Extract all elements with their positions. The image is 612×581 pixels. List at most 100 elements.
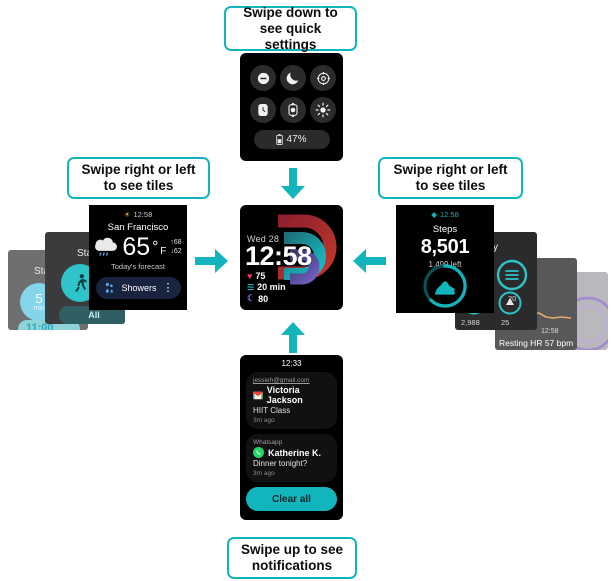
gmail-icon — [253, 391, 263, 399]
arrow-left — [352, 248, 386, 279]
callout-swipe-down: Swipe down to see quick settings — [224, 4, 357, 52]
weather-low-value: ↓62 — [170, 248, 182, 255]
quick-settings-cell-dnd[interactable] — [250, 65, 276, 91]
weather-city-label: San Francisco — [107, 222, 169, 233]
water-lock-icon[interactable] — [280, 97, 306, 123]
weather-degree-symbol: ° — [152, 238, 159, 255]
notification-item-gmail[interactable]: jessieh@gmail.com Victoria Jackson HIIT … — [246, 372, 337, 429]
activity-ring-primary — [496, 259, 528, 291]
left-stack-back-bubble-value: 5 — [35, 291, 43, 306]
right-stack-activity-metric-1: 20 — [508, 294, 517, 303]
right-stack-hr-time: 12:58 — [541, 328, 559, 335]
watch-face-screen[interactable]: Wed 28 12:58 ♥ 75 ☰ 20 min ☾ 80 — [240, 205, 343, 310]
quick-settings-cell-waterlock[interactable] — [280, 97, 306, 123]
moon-glyph — [286, 72, 299, 85]
weather-status-icon: ☀ — [123, 210, 131, 219]
steps-status-icon: ◆ — [431, 210, 437, 219]
watch-face-date: Wed 28 — [247, 234, 280, 244]
left-stack-mid-all-label: All — [88, 310, 100, 320]
weather-tile[interactable]: ☀ 12:58 San Francisco 65 ° F ↑68 ↓62 Tod… — [89, 205, 187, 310]
callout-swipe-up: Swipe up to see notifications — [227, 537, 357, 579]
weather-high-value: ↑68 — [170, 239, 182, 246]
steps-progress-ring[interactable] — [421, 262, 469, 310]
steps-status-time: 12:58 — [440, 210, 459, 219]
showers-cloud-icon — [95, 237, 118, 256]
do-not-disturb-glyph — [257, 72, 269, 84]
quick-settings-cell-bedtime[interactable] — [280, 65, 306, 91]
arrow-down-glyph — [281, 168, 305, 199]
left-stack-back-bubble-unit: min — [33, 305, 45, 312]
left-stack-mid-all-pill[interactable]: All — [59, 306, 125, 324]
weather-forecast-label: Today's forecast — [111, 262, 165, 271]
notification-age-gmail: 3m ago — [253, 417, 275, 424]
notifications-time: 12:33 — [281, 359, 302, 368]
sun-glyph — [315, 102, 331, 118]
watch-face-heartrate-value: 75 — [255, 271, 266, 281]
left-stack-back-time: 11:00 — [26, 322, 54, 330]
bedtime-moon-icon[interactable] — [280, 65, 306, 91]
notification-header-whatsapp: Katherine K. — [253, 447, 330, 458]
gear-glyph — [316, 71, 330, 85]
activity-icon: ☰ — [247, 282, 255, 292]
heart-icon: ♥ — [247, 271, 253, 281]
steps-count: 8,501 — [420, 236, 470, 258]
battery-percent-label: 47% — [286, 134, 307, 145]
watch-face-stat-activity: ☰ 20 min — [247, 282, 286, 292]
callout-swipe-down-text: Swipe down to see quick settings — [243, 4, 338, 52]
walking-person-icon — [74, 273, 87, 292]
notification-age-whatsapp: 3m ago — [253, 470, 275, 477]
arrow-right — [195, 248, 229, 279]
settings-gear-icon[interactable] — [310, 65, 336, 91]
activity-ring-zone — [498, 291, 522, 315]
callout-swipe-tiles-right-text: Swipe right or left to see tiles — [393, 162, 508, 193]
arrow-down — [278, 168, 308, 205]
left-stack-back-title: Sta — [34, 266, 50, 277]
steps-tile[interactable]: ◆ 12:58 Steps 8,501 1,499 left — [396, 205, 494, 313]
rain-drops-icon — [105, 282, 113, 293]
notification-message-whatsapp: Dinner tonight? — [253, 459, 308, 468]
quick-settings-cell-settings[interactable] — [310, 65, 336, 91]
quick-settings-cell-brightness[interactable] — [310, 97, 336, 123]
right-stack-hr-resting: Resting HR 57 bpm — [499, 338, 574, 348]
weather-status-bar: ☀ 12:58 — [89, 210, 187, 219]
right-stack-activity-metric-3: 25 — [501, 318, 510, 327]
sleep-moon-icon: ☾ — [247, 293, 256, 303]
watch-face-stat-heartrate: ♥ 75 — [247, 271, 286, 281]
watch-face-activity-value: 20 min — [257, 282, 286, 292]
arrow-left-glyph — [353, 249, 386, 273]
quick-settings-grid — [248, 62, 336, 123]
notification-item-whatsapp[interactable]: Whatsapp Katherine K. Dinner tonight? 3m… — [246, 434, 337, 482]
brightness-icon[interactable] — [310, 97, 336, 123]
whatsapp-icon — [253, 447, 264, 458]
clear-all-button[interactable]: Clear all — [246, 487, 337, 511]
left-stack-mid-title: Sta — [77, 248, 93, 259]
steps-label: Steps — [432, 224, 458, 235]
water-lock-glyph — [288, 103, 298, 117]
weather-high-low: ↑68 ↓62 — [170, 238, 181, 256]
watch-face-stat-sleep: ☾ 80 — [247, 293, 286, 304]
callout-swipe-tiles-right: Swipe right or left to see tiles — [378, 157, 523, 199]
arrow-right-glyph — [195, 249, 228, 273]
watch-face-time: 12:58 — [245, 241, 312, 271]
watch-face-rings — [278, 214, 337, 285]
quick-settings-cell-watchface[interactable] — [250, 97, 276, 123]
arrow-up-glyph — [281, 322, 305, 353]
notification-sender-gmail: Victoria Jackson — [266, 385, 303, 405]
arrow-up — [278, 322, 308, 359]
weather-condition-pill[interactable]: Showers ⋮ — [95, 277, 181, 299]
weather-more-options-icon[interactable]: ⋮ — [162, 281, 174, 294]
do-not-disturb-icon[interactable] — [250, 65, 276, 91]
notifications-screen[interactable]: 12:33 jessieh@gmail.com Victoria Jackson… — [240, 355, 343, 520]
weather-temp-row: 65 ° F ↑68 ↓62 — [89, 234, 187, 260]
quick-settings-screen[interactable]: 47% — [240, 53, 343, 161]
watch-face-icon[interactable] — [250, 97, 276, 123]
steps-status-bar: ◆ 12:58 — [396, 210, 494, 219]
notification-source-whatsapp: Whatsapp — [253, 439, 283, 446]
battery-status-pill[interactable]: 47% — [253, 130, 330, 149]
watch-face-stats: ♥ 75 ☰ 20 min ☾ 80 — [247, 271, 286, 304]
weather-condition-label: Showers — [121, 283, 157, 293]
right-stack-activity-metric-2: 2,988 — [461, 318, 480, 327]
weather-unit-label: F — [160, 246, 167, 257]
callout-swipe-tiles-left: Swipe right or left to see tiles — [67, 157, 210, 199]
